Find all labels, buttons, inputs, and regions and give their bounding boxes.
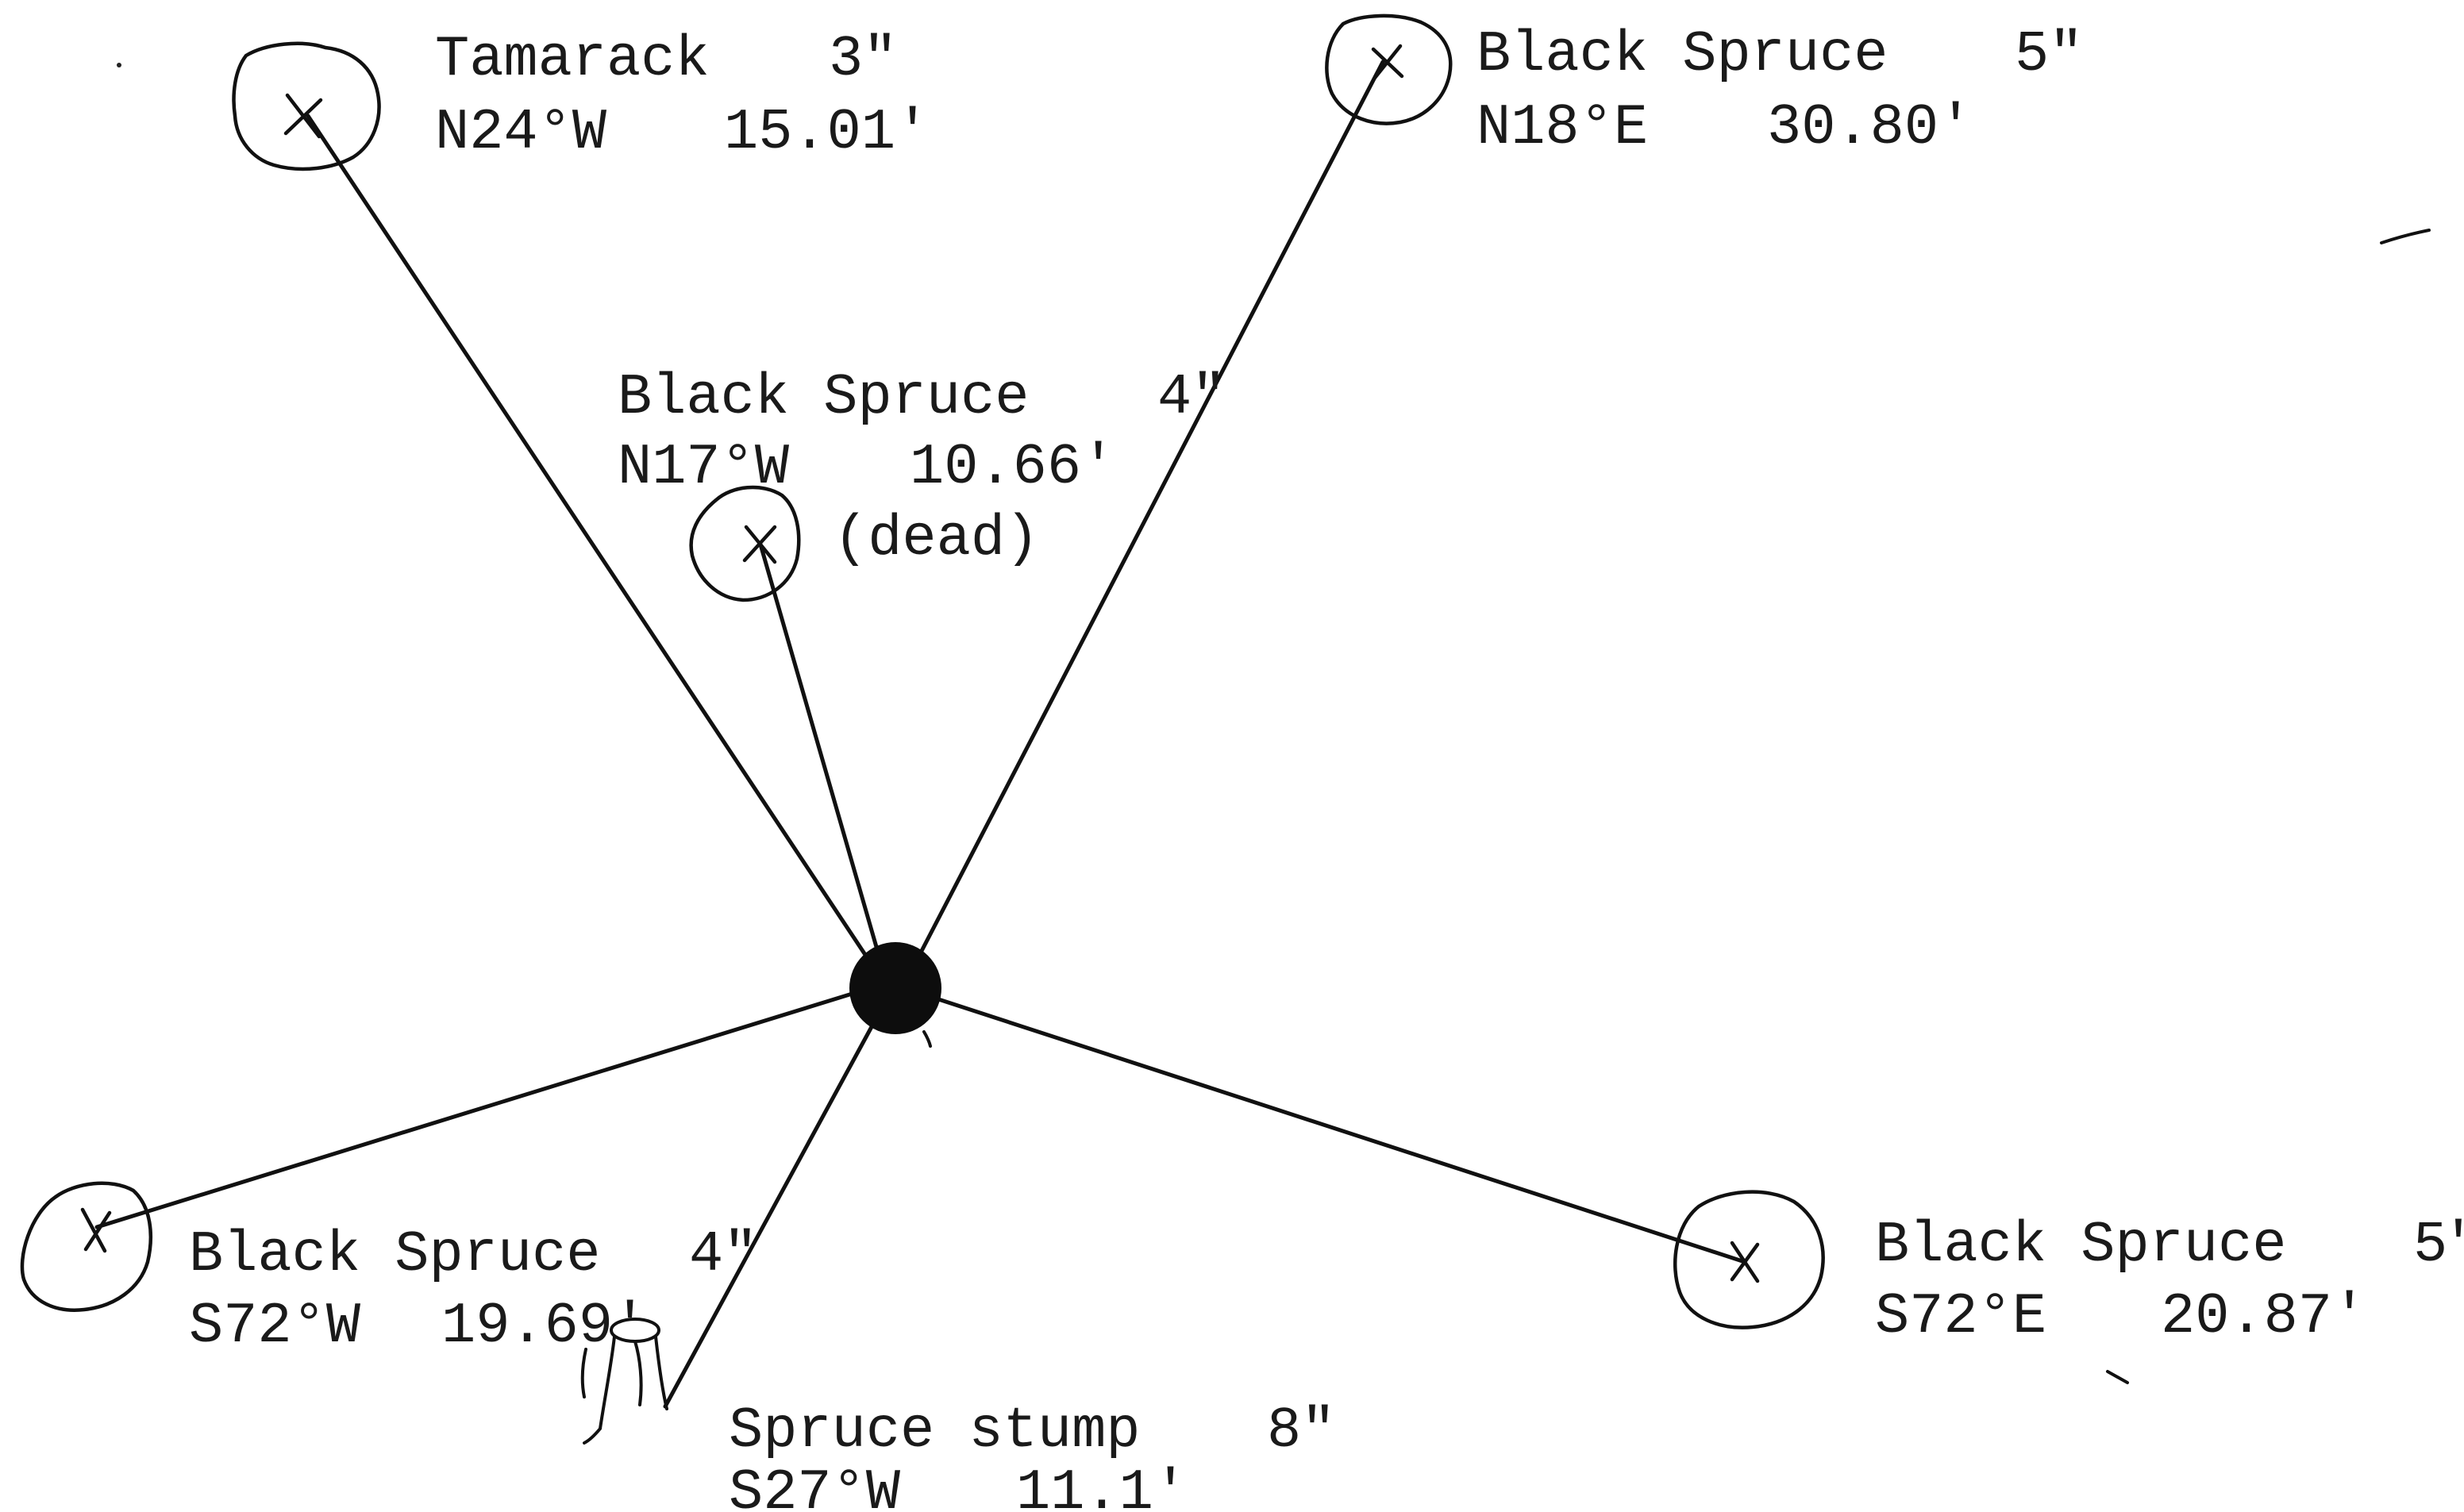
tree-marker-black-spruce-n18e xyxy=(1325,13,1453,125)
tree-species: Black Spruce xyxy=(189,1222,600,1287)
ray-tamarack xyxy=(306,113,876,969)
tree-x-mark xyxy=(742,525,777,564)
tree-x-mark xyxy=(1730,1241,1760,1283)
tree-species: Black Spruce xyxy=(618,365,1029,430)
tree-species: Black Spruce xyxy=(1875,1213,2286,1278)
tree-distance: 20.87' xyxy=(2161,1284,2366,1349)
tree-distance: 19.69' xyxy=(441,1294,647,1359)
ray-black-spruce-n18e xyxy=(918,60,1385,955)
tree-bearing: N24°W xyxy=(435,100,607,165)
ray-black-spruce-n17w xyxy=(758,542,880,955)
stump-outline xyxy=(580,1335,668,1445)
tree-diameter: 3" xyxy=(829,27,897,92)
tree-distance: 11.1' xyxy=(1016,1460,1188,1512)
tree-marker-tamarack xyxy=(232,41,381,171)
tree-marker-black-spruce-s72w xyxy=(20,1181,152,1312)
tree-bearing: N18°E xyxy=(1476,95,1648,160)
tree-note: (dead) xyxy=(834,506,1039,571)
tree-diameter: 4" xyxy=(1157,365,1226,430)
tree-distance: 10.66' xyxy=(910,435,1115,500)
label-black-spruce-n18e: Black Spruce 5" N18°E 30.80' xyxy=(1476,22,2083,160)
stump-sketch-spruce-stump xyxy=(580,1318,668,1445)
tree-distance: 30.80' xyxy=(1767,95,1973,160)
plot-center-marker xyxy=(849,942,941,1034)
tree-marker-black-spruce-n17w xyxy=(689,485,801,602)
label-spruce-stump: Spruce stump 8" S27°W 11.1' xyxy=(729,1399,1335,1512)
tree-diameter: 8" xyxy=(1267,1399,1335,1464)
tree-species: Black Spruce xyxy=(1476,22,1888,87)
tree-bearing: S72°W xyxy=(189,1294,361,1359)
crown-outline xyxy=(689,485,801,602)
tree-species: Tamarack xyxy=(435,27,710,92)
tree-x-mark xyxy=(1371,44,1404,80)
label-black-spruce-s72e: Black Spruce 5" S72°E 20.87' xyxy=(1875,1213,2464,1349)
label-tamarack: Tamarack 3" N24°W 15.01' xyxy=(435,27,930,165)
ray-black-spruce-s72e xyxy=(926,994,1747,1264)
tree-bearing: S27°W xyxy=(729,1460,901,1512)
tree-diameter: 5" xyxy=(2413,1213,2464,1278)
tree-distance: 15.01' xyxy=(724,100,930,165)
crown-outline xyxy=(1673,1190,1825,1329)
tree-x-mark xyxy=(80,1207,112,1253)
tree-species: Spruce stump xyxy=(729,1399,1140,1464)
crown-outline xyxy=(232,41,381,171)
tree-x-mark xyxy=(283,93,323,139)
tree-diameter: 5" xyxy=(2015,22,2083,87)
ray-spruce-stump xyxy=(663,1021,876,1409)
crown-outline xyxy=(20,1181,152,1312)
bearing-rays xyxy=(94,60,1747,1409)
crown-outline xyxy=(1325,13,1453,125)
label-black-spruce-n17w: Black Spruce 4" N17°W 10.66' (dead) xyxy=(618,365,1226,571)
stray-marks xyxy=(117,63,2431,1384)
tree-marker-black-spruce-s72e xyxy=(1673,1190,1825,1329)
tree-bearing: N17°W xyxy=(618,435,790,500)
tree-bearing: S72°E xyxy=(1875,1284,2046,1349)
tree-diameter: 4" xyxy=(689,1222,757,1287)
label-black-spruce-s72w: Black Spruce 4" S72°W 19.69' xyxy=(189,1222,757,1359)
ray-black-spruce-s72w xyxy=(94,990,860,1229)
